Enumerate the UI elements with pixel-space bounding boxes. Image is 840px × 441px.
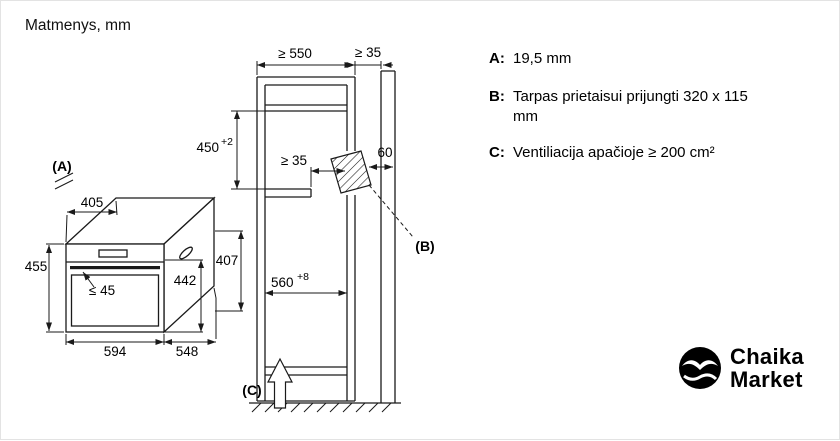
legend-text-a: 19,5 mm (513, 50, 572, 67)
airflow-arrow (267, 357, 293, 409)
logo-text: Chaika Market (730, 345, 804, 391)
legend-letter-c: C: (489, 144, 505, 161)
cabinet-outline (256, 76, 356, 402)
dim-label-b: (B) (415, 238, 434, 254)
dim-leader-45 (82, 271, 95, 288)
dim-label-594: 594 (104, 344, 127, 359)
seagull-icon (679, 347, 721, 389)
floor-hatch (251, 402, 392, 413)
legend-text-c: Ventiliacija apačioje ≥ 200 cm² (513, 144, 715, 161)
oven-display (98, 249, 128, 258)
oven-drawing: (A) 405 455 ≤ 45 594 548 442 407 (25, 158, 244, 359)
legend-letter-a: A: (489, 50, 505, 67)
logo: Chaika Market (677, 345, 804, 391)
legend-letter-b: B: (489, 88, 505, 105)
legend: A: 19,5 mm B: Tarpas prietaisui prijungt… (489, 49, 751, 163)
dim-label-405: 405 (81, 195, 104, 210)
dim-label-45: ≤ 45 (89, 283, 115, 298)
dim-label-548: 548 (176, 344, 199, 359)
dim-label-455: 455 (25, 259, 48, 274)
dim-label-450: 450 (196, 140, 219, 155)
dim-label-560-tol: +8 (297, 271, 309, 283)
oven-side-vent (179, 246, 193, 260)
dim-label-442: 442 (174, 273, 197, 288)
dim-label-550: ≥ 550 (278, 46, 312, 61)
technical-drawing: (A) 405 455 ≤ 45 594 548 442 407 (25, 45, 435, 413)
logo-line1: Chaika (730, 344, 804, 369)
dim-label-35-top: ≥ 35 (355, 45, 381, 60)
room-wall (380, 70, 396, 403)
cabinet-drawing: ≥ 550 ≥ 35 450 +2 ≥ 35 60 (B) 560 +8 (C) (196, 45, 435, 413)
oven-front-face (65, 243, 165, 333)
dim-label-407: 407 (216, 253, 239, 268)
dim-label-a: (A) (52, 158, 71, 174)
oven-handle (70, 266, 160, 270)
legend-item-c: C: Ventiliacija apačioje ≥ 200 cm² (489, 143, 751, 163)
cabinet-shelves (265, 104, 347, 376)
dim-leader-b (368, 184, 414, 238)
dim-label-35-inner: ≥ 35 (281, 153, 307, 168)
dim-a-ticks (54, 172, 74, 190)
dim-label-60: 60 (377, 145, 392, 160)
dim-label-450-tol: +2 (221, 136, 233, 148)
dim-label-560: 560 (271, 275, 294, 290)
legend-text-b: Tarpas prietaisui prijungti 320 x 115 mm (513, 88, 748, 125)
legend-item-b: B: Tarpas prietaisui prijungti 320 x 115… (489, 87, 751, 127)
dim-label-c: (C) (242, 382, 261, 398)
connection-cutout-hatch (330, 150, 372, 194)
legend-item-a: A: 19,5 mm (489, 49, 751, 69)
oven-door (70, 274, 160, 327)
page-title: Matmenys, mm (25, 17, 131, 34)
logo-line2: Market (730, 367, 803, 392)
